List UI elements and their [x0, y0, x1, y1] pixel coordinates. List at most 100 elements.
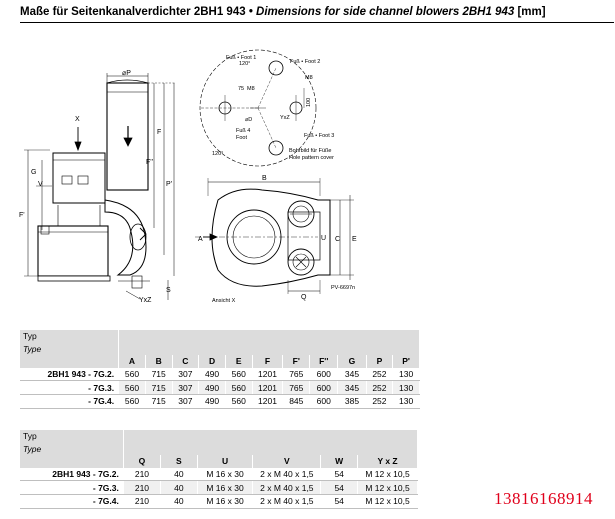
table-cell: 2 x M 40 x 1,5	[252, 494, 322, 509]
row-type-label: - 7G.4.	[20, 394, 120, 409]
base-block	[37, 225, 109, 277]
column-header: Q	[123, 455, 162, 468]
type-row-de: Typ	[20, 430, 419, 443]
discharge-pipe	[104, 199, 147, 276]
label-pv: PV-6697n	[331, 285, 355, 291]
label-yxz-top: YxZ	[280, 115, 290, 121]
row-type-label: - 7G.3.	[20, 480, 124, 495]
label-u: U	[321, 235, 326, 242]
column-header: A	[118, 355, 146, 368]
outlet-lower	[287, 248, 315, 276]
column-header: S	[160, 455, 198, 468]
label-p1: P'	[166, 181, 172, 188]
label-foot4a: Fuß 4	[236, 128, 250, 134]
label-100: 100	[306, 98, 312, 107]
table-cell: 845	[282, 394, 311, 409]
label-m8-right: M8	[305, 75, 313, 81]
table-cell: 54	[320, 480, 359, 495]
table-cell: 560	[225, 394, 253, 409]
table-cell: 715	[145, 367, 173, 382]
column-header: Y x Z	[357, 455, 418, 468]
table-cell: 2 x M 40 x 1,5	[252, 467, 322, 482]
page-title: Maße für Seitenkanalverdichter 2BH1 943 …	[20, 6, 546, 18]
type-row-fill	[118, 330, 420, 343]
label-c: C	[335, 236, 340, 243]
table-cell: M 16 x 30	[197, 494, 254, 509]
table-cell: 560	[225, 367, 253, 382]
label-foot4b: Foot	[236, 135, 247, 141]
column-header: B	[145, 355, 173, 368]
fan-housing	[52, 152, 106, 204]
column-header: C	[172, 355, 200, 368]
table-cell: 252	[366, 380, 394, 395]
table-cell: 765	[282, 367, 311, 382]
table-cell: 1201	[252, 367, 284, 382]
table-cell: 307	[172, 367, 200, 382]
table-cell: 130	[392, 380, 420, 395]
table-cell: 345	[337, 367, 367, 382]
dimension-drawing: ⌀P X F' G V F''	[19, 49, 357, 304]
table-cell: 40	[160, 494, 198, 509]
type-label-en: Type	[20, 342, 120, 356]
front-view-x: B A C E U Q PV-6697n Ansicht X	[195, 175, 357, 304]
hole-pattern-circle	[199, 49, 317, 167]
label-e: E	[352, 236, 357, 243]
table-cell: 385	[337, 394, 367, 409]
table-cell: 40	[160, 480, 198, 495]
label-x-view: X	[75, 116, 80, 123]
column-header: P	[366, 355, 394, 368]
label-g: G	[31, 169, 36, 176]
table-cell: 130	[392, 394, 420, 409]
label-f: F	[157, 129, 161, 136]
phone-number: 13816168914	[494, 489, 593, 508]
label-120-top: 120°	[239, 61, 250, 67]
table-cell: 1201	[252, 394, 284, 409]
table-cell: 210	[123, 467, 162, 482]
label-b: B	[262, 175, 267, 182]
type-row-en: Type	[20, 342, 420, 356]
outlet-upper	[287, 200, 315, 228]
blower-housing-outline	[211, 188, 331, 287]
column-header: V	[252, 455, 322, 468]
table-cell: 715	[145, 394, 173, 409]
column-header: W	[320, 455, 359, 468]
side-view: ⌀P X F' G V F''	[19, 70, 176, 304]
table-cell: 560	[225, 380, 253, 395]
table-cell: 715	[145, 380, 173, 395]
column-header: G	[337, 355, 367, 368]
row-type-label: - 7G.4.	[20, 494, 124, 509]
type-label-en: Type	[20, 442, 124, 456]
title-en: Dimensions for side channel blowers 2BH1…	[256, 6, 515, 18]
table-cell: M 16 x 30	[197, 467, 254, 482]
column-header: U	[197, 455, 254, 468]
label-foot1: Fuß • Foot 1	[226, 55, 256, 61]
table-cell: 40	[160, 467, 198, 482]
label-foot3: Fuß • Foot 3	[304, 133, 334, 139]
title-rule	[20, 22, 614, 23]
label-s: S	[166, 287, 171, 294]
type-row-fill	[123, 430, 419, 443]
table-cell: 210	[123, 480, 162, 495]
column-header: P'	[392, 355, 420, 368]
table-cell: 2 x M 40 x 1,5	[252, 480, 322, 495]
table-cell: 345	[337, 380, 367, 395]
table-cell: 600	[309, 367, 339, 382]
label-v: V	[38, 181, 43, 188]
column-header: F'	[282, 355, 311, 368]
table-cell: 490	[198, 394, 226, 409]
table-cell: 252	[366, 367, 394, 382]
column-header: F	[252, 355, 284, 368]
header-blank	[20, 355, 120, 368]
table-cell: 130	[392, 367, 420, 382]
table-cell: 560	[118, 380, 146, 395]
type-row-fill	[123, 442, 419, 456]
label-120-bottom: 120°	[212, 151, 223, 157]
